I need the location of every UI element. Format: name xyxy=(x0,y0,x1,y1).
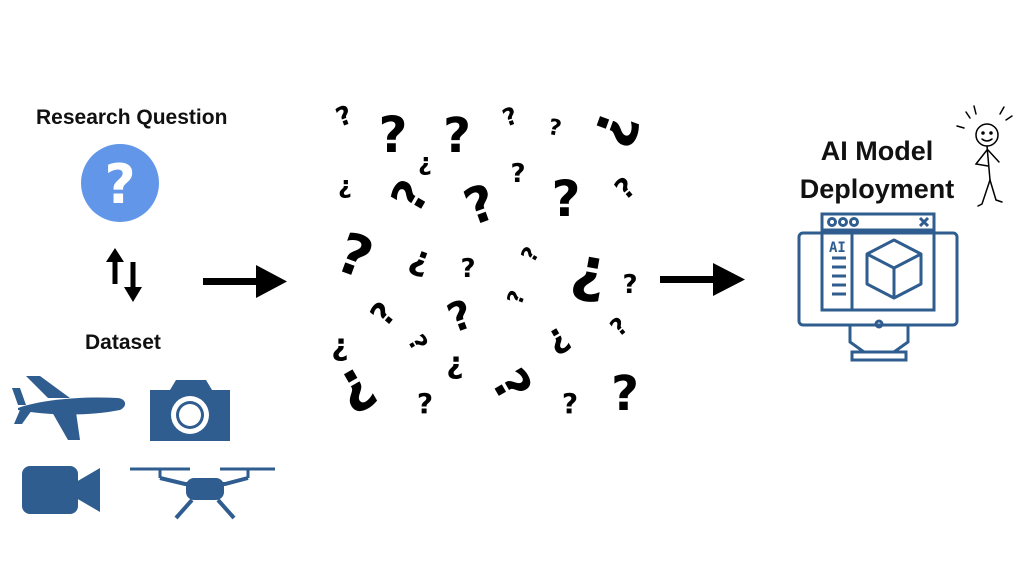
airplane-icon xyxy=(12,376,126,440)
question-mark-icon: ? xyxy=(417,387,433,420)
question-mark-icon: ? xyxy=(510,159,525,189)
screen-ai-text: AI xyxy=(829,240,846,256)
drone-icon xyxy=(130,467,275,520)
video-camera-icon xyxy=(22,466,100,514)
question-mark-icon: ? xyxy=(622,270,637,300)
question-mark-icon: ¿ xyxy=(538,315,575,360)
question-mark-icon: ? xyxy=(517,243,545,267)
stick-figure-icon xyxy=(956,105,1013,207)
question-circle-icon: ? xyxy=(81,144,159,222)
question-mark-icon: ¿ xyxy=(418,148,432,176)
question-mark-icon: ? xyxy=(380,171,440,221)
ai-model-deployment-title: AI Model Deployment xyxy=(785,132,969,208)
question-mark-icon: ¿ xyxy=(331,328,348,363)
question-mark-icon: ? xyxy=(608,171,642,207)
title-line-2: Deployment xyxy=(799,174,955,204)
question-mark-icon: ¿ xyxy=(322,347,383,420)
question-mark-icon: ? xyxy=(551,170,580,228)
monitor-icon xyxy=(797,212,959,362)
question-mark-icon: ? xyxy=(480,360,542,412)
title-line-1: AI Model xyxy=(820,136,934,166)
question-mark-icon: ? xyxy=(611,366,639,422)
question-mark-icon: ? xyxy=(443,108,471,164)
question-mark-icon: ? xyxy=(363,295,404,334)
question-mark-icon: ¿ xyxy=(338,171,352,199)
question-mark-icon: ¿ xyxy=(405,237,437,281)
question-mark-icon: ¿ xyxy=(446,346,463,381)
question-mark-cloud: ?????¿¿?¿?????¿??¿????¿?¿?¿¿???? xyxy=(322,100,645,422)
question-mark-icon: ? xyxy=(378,106,407,164)
research-question-label: Research Question xyxy=(36,106,228,129)
arrow-right-icon xyxy=(660,263,745,296)
question-mark-icon: ? xyxy=(503,287,531,308)
question-mark-icon: ¿ xyxy=(573,100,645,153)
question-mark-icon: ¿ xyxy=(567,232,613,307)
camera-icon xyxy=(150,380,230,441)
question-mark-icon: ? xyxy=(499,101,522,132)
question-mark-icon: ? xyxy=(402,330,433,356)
arrow-right-icon xyxy=(203,265,287,298)
question-mark-icon: ? xyxy=(562,387,578,420)
question-circle-glyph: ? xyxy=(104,153,135,216)
question-mark-icon: ? xyxy=(460,254,475,284)
question-mark-icon: ? xyxy=(328,220,381,292)
dataset-label: Dataset xyxy=(85,331,161,354)
question-mark-icon: ? xyxy=(546,115,563,142)
up-down-arrows-icon xyxy=(106,248,142,302)
question-mark-icon: ? xyxy=(457,173,504,237)
question-mark-icon: ? xyxy=(442,291,480,342)
question-mark-icon: ? xyxy=(332,100,356,133)
cube-icon xyxy=(865,238,923,300)
question-mark-icon: ? xyxy=(605,312,634,342)
